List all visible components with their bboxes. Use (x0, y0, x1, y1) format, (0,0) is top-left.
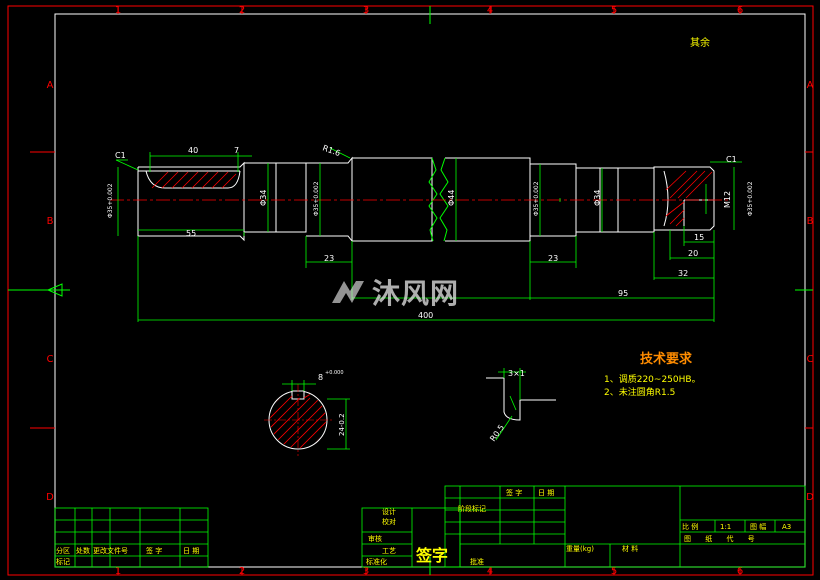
zone-row-c: C (47, 354, 54, 365)
zone-col-1-bottom: 1 (115, 566, 121, 577)
zone-col-3: 3 (363, 5, 369, 16)
shaft-main-view (137, 156, 715, 243)
watermark: 沐风网 (330, 272, 500, 312)
tb-bili: 比 例 (682, 522, 698, 531)
hatch-right-thread (665, 170, 713, 227)
tb-jieduan: 阶段标记 (458, 504, 486, 513)
tb-jiaodui: 校对 (382, 517, 396, 526)
dim-d34-b: Φ34 (593, 190, 602, 206)
tb-cailiao: 材 料 (622, 544, 638, 553)
dim-d35-mid: Φ35+0.002 (313, 181, 320, 216)
undercut-detail-view (486, 368, 556, 441)
revision-table-labels: 标记 处数 分区 更改文件号 签 字 日 期 (56, 546, 199, 566)
zone-col-6: 6 (737, 5, 743, 16)
corner-note: 其余 (690, 36, 710, 49)
dim-d35-end: Φ35+0.002 (747, 181, 754, 216)
dim-23-right: 23 (548, 254, 558, 263)
signature-mark: 签字 (415, 546, 448, 565)
dim-d44: Φ44 (447, 190, 456, 206)
tb-biaoji: 标记 (56, 557, 70, 566)
tb-gongyi: 工艺 (382, 547, 396, 555)
tb-biaozhunhua: 标准化 (366, 557, 387, 566)
dim-20: 20 (688, 249, 698, 258)
tb-tufu: 图 幅 (750, 522, 766, 531)
tb-sheji: 设计 (382, 507, 396, 516)
dim-8-tol: +0.000 (325, 370, 344, 376)
tb-pizhun: 批准 (470, 557, 484, 566)
dim-d34-a: Φ34 (259, 190, 268, 206)
zone-row-d: D (46, 492, 54, 503)
tb-tuzhi: 图 纸 代 号 (684, 534, 761, 543)
tb-genggai: 更改文件号 (93, 546, 128, 555)
watermark-logo-icon (332, 281, 364, 303)
dim-c1-right: C1 (726, 155, 737, 164)
zone-row-b: B (47, 216, 54, 227)
hatch-left-keyway (151, 171, 237, 189)
dim-24: 24-0.2 (338, 413, 346, 436)
dim-3x1: 3×1 (508, 369, 525, 378)
tb-scale: 1:1 (720, 523, 731, 531)
tb-chushu: 处数 (76, 546, 90, 555)
zone-col-2-bottom: 2 (239, 566, 245, 577)
dimension-lines (115, 147, 742, 322)
zone-labels: 1 2 3 4 5 6 1 2 3 4 5 6 A B C D A B C D (46, 5, 814, 577)
dim-c1-left: C1 (115, 151, 126, 160)
dim-95: 95 (618, 289, 628, 298)
dim-d35-left: Φ35+0.002 (107, 183, 114, 218)
zone-row-b-right: B (807, 216, 814, 227)
tb-riqi: 日 期 (183, 547, 199, 555)
tech-requirement-2: 2、未注圆角R1.5 (604, 386, 675, 398)
zone-row-d-right: D (806, 492, 814, 503)
approval-table-labels: 设计 校对 审核 工艺 标准化 批准 阶段标记 签 字 日 期 重量(kg) 材… (366, 488, 791, 566)
tb-riqi-top: 日 期 (538, 489, 554, 497)
centering-marks (8, 6, 813, 575)
keyway-section-view: 8 +0.000 24-0.2 (264, 370, 350, 456)
dim-32: 32 (678, 269, 688, 278)
tb-fenqu: 分区 (56, 546, 70, 555)
dim-m12: M12 (723, 191, 732, 208)
zone-col-5-bottom: 5 (611, 566, 617, 577)
zone-row-c-right: C (807, 354, 814, 365)
tb-zhongliang: 重量(kg) (566, 545, 594, 553)
dim-40: 40 (188, 146, 198, 155)
zone-col-6-bottom: 6 (737, 566, 743, 577)
dim-400: 400 (418, 311, 433, 320)
dim-d35-right: Φ35+0.002 (533, 181, 540, 216)
dim-55: 55 (186, 229, 196, 238)
dim-r16: R1.6 (321, 143, 341, 158)
tb-sheet-size: A3 (782, 523, 791, 531)
zone-col-1: 1 (115, 5, 121, 16)
dim-r05: R0.5 (488, 423, 506, 443)
tech-requirement-1: 1、调质220~250HB。 (604, 373, 701, 385)
zone-col-4-bottom: 4 (487, 566, 493, 577)
zone-col-3-bottom: 3 (363, 566, 369, 577)
tb-qianzi-top: 签 字 (506, 488, 522, 497)
tb-shenhe: 审核 (368, 534, 382, 543)
dim-23-left: 23 (324, 254, 334, 263)
tb-qianzi: 签 字 (146, 546, 162, 555)
revision-table (54, 507, 209, 568)
zone-row-a: A (47, 80, 54, 91)
zone-col-2: 2 (239, 5, 245, 16)
dimension-labels: C1 40 7 55 R1.6 23 23 C1 15 20 32 95 400… (107, 143, 754, 320)
approval-table (361, 485, 806, 568)
zone-row-a-right: A (807, 80, 814, 91)
dim-15: 15 (694, 233, 704, 242)
zone-col-4: 4 (487, 5, 493, 16)
dim-7: 7 (234, 146, 239, 155)
watermark-brand: 沐风网 (372, 277, 460, 310)
tech-requirements-title: 技术要求 (640, 351, 693, 367)
dim-8: 8 (318, 373, 323, 382)
zone-col-5: 5 (611, 5, 617, 16)
